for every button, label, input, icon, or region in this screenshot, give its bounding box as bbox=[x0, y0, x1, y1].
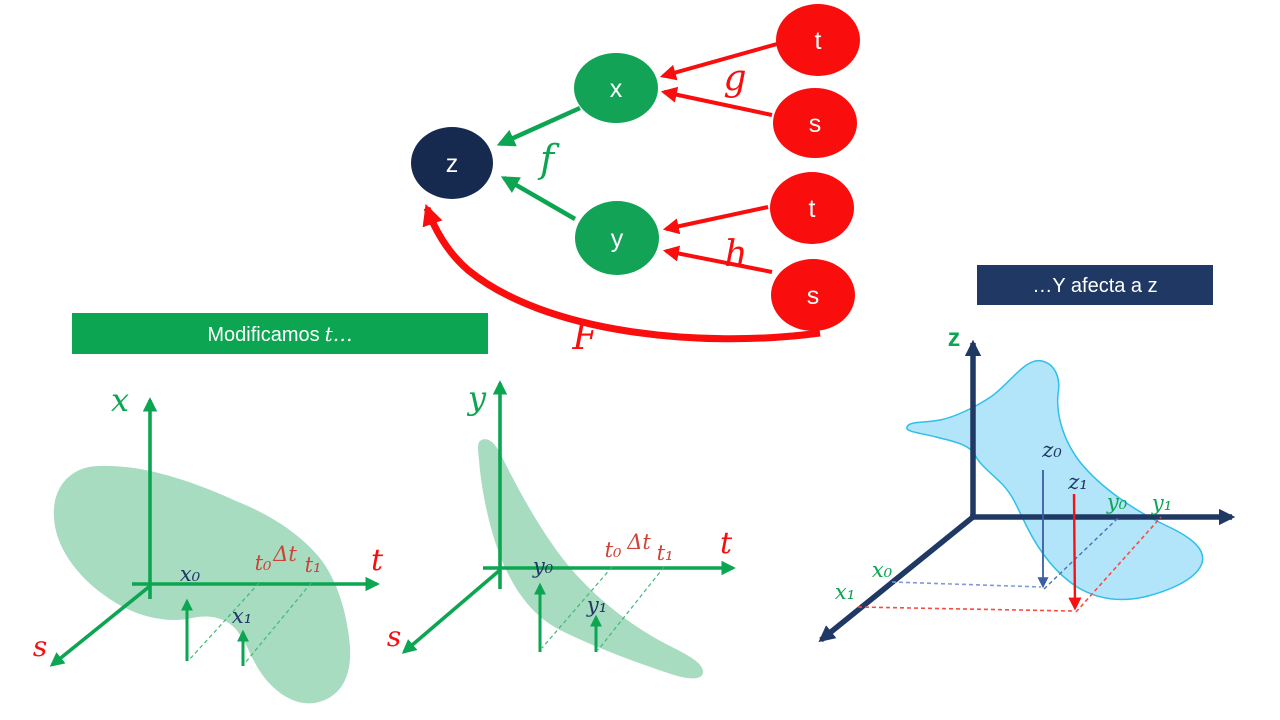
drop-arrow-z1 bbox=[1068, 493, 1082, 611]
edge-y-to-z bbox=[500, 176, 577, 221]
node-z bbox=[411, 127, 493, 199]
node-s-top bbox=[773, 88, 857, 158]
point-label-y1: y₁ bbox=[586, 593, 607, 617]
projection-dash-y0-z bbox=[1043, 517, 1119, 590]
point-label-y1-z: y₁ bbox=[1151, 491, 1172, 515]
point-label-x1-z: x₁ bbox=[835, 580, 855, 604]
projection-dash-x1-z bbox=[857, 606, 1073, 612]
edge-t-to-y bbox=[662, 205, 769, 235]
axis-x-s bbox=[49, 584, 152, 667]
banner-modificamos-prefix: Modificamos bbox=[207, 324, 319, 346]
banner-modificamos: Modificamos t… bbox=[72, 313, 488, 354]
banner-modificamos-text: Modificamos t… bbox=[207, 322, 352, 346]
point-label-x0-z: x₀ bbox=[872, 558, 893, 582]
axis-label-y: y bbox=[466, 379, 487, 417]
surface-diagram-y: y t s y₀ y₁ t₀ Δt t₁ bbox=[387, 379, 736, 679]
edge-label-h: h bbox=[724, 234, 747, 275]
edge-label-F: F bbox=[572, 317, 600, 358]
node-t-mid bbox=[770, 172, 854, 244]
point-label-y0: y₀ bbox=[532, 554, 554, 578]
projection-dash-t0-x bbox=[188, 582, 260, 661]
node-s-top-label: s bbox=[809, 110, 822, 138]
node-y bbox=[575, 201, 659, 275]
edge-label-g: g bbox=[723, 58, 746, 99]
edge-F-curve bbox=[422, 204, 821, 343]
projection-dash-x0-z bbox=[891, 581, 1042, 588]
axis-label-z: z bbox=[948, 324, 961, 352]
projection-dash-t1-y bbox=[597, 566, 665, 651]
node-x-label: x bbox=[610, 75, 623, 103]
node-y-label: y bbox=[611, 225, 624, 253]
axis-label-t-x: t bbox=[371, 543, 384, 578]
banner-afecta: …Y afecta a z bbox=[977, 265, 1213, 305]
banner-afecta-text: …Y afecta a z bbox=[1032, 275, 1157, 297]
banner-modificamos-var: t… bbox=[325, 322, 353, 346]
point-label-x1: x₁ bbox=[232, 604, 252, 628]
tick-label-t0-x: t₀ bbox=[255, 551, 272, 575]
point-label-x0: x₀ bbox=[180, 562, 201, 586]
edge-t-to-x bbox=[659, 42, 778, 81]
axis-y-s bbox=[401, 568, 502, 654]
edge-label-f: f bbox=[537, 137, 560, 181]
node-z-label: z bbox=[446, 150, 459, 178]
banner-modificamos-bg bbox=[72, 313, 488, 354]
node-t-mid-label: t bbox=[809, 195, 816, 223]
axis-label-s-x: s bbox=[33, 630, 47, 663]
chain-rule-graph: z x y t s t s g f h F bbox=[411, 4, 860, 358]
point-label-z1: z₁ bbox=[1067, 470, 1087, 494]
tick-label-t1-x: t₁ bbox=[305, 553, 322, 577]
edge-s-to-y bbox=[662, 245, 773, 274]
node-t-top bbox=[776, 4, 860, 76]
point-label-y0-z: y₀ bbox=[1106, 490, 1128, 514]
surface-z-blob bbox=[906, 359, 1204, 601]
projection-dash-t0-y bbox=[541, 566, 613, 649]
banner-afecta-bg bbox=[977, 265, 1213, 305]
point-label-z0: z₀ bbox=[1041, 438, 1062, 462]
projection-dash-y1-z bbox=[1075, 516, 1162, 613]
node-x bbox=[574, 53, 658, 123]
tick-label-dt-x: Δt bbox=[272, 542, 297, 566]
tick-label-dt-y: Δt bbox=[626, 530, 651, 554]
projection-dash-t1-x bbox=[244, 582, 312, 664]
axis-label-t-y: t bbox=[720, 526, 733, 561]
node-t-top-label: t bbox=[815, 27, 822, 55]
surface-diagram-x: x t s x₀ x₁ t₀ Δt t₁ bbox=[33, 381, 384, 704]
tick-label-t1-y: t₁ bbox=[657, 541, 674, 565]
axis-label-x: x bbox=[111, 381, 129, 419]
edge-s-to-x bbox=[660, 86, 773, 117]
axis-label-s-y: s bbox=[387, 620, 401, 653]
tick-label-t0-y: t₀ bbox=[605, 538, 622, 562]
surface-diagram-z: z z₀ z₁ y₀ y₁ x₀ x₁ bbox=[818, 324, 1236, 643]
node-s-bot bbox=[771, 259, 855, 331]
axis-z-depth bbox=[818, 514, 975, 643]
node-s-bot-label: s bbox=[807, 282, 820, 310]
edge-x-to-z bbox=[496, 105, 581, 147]
